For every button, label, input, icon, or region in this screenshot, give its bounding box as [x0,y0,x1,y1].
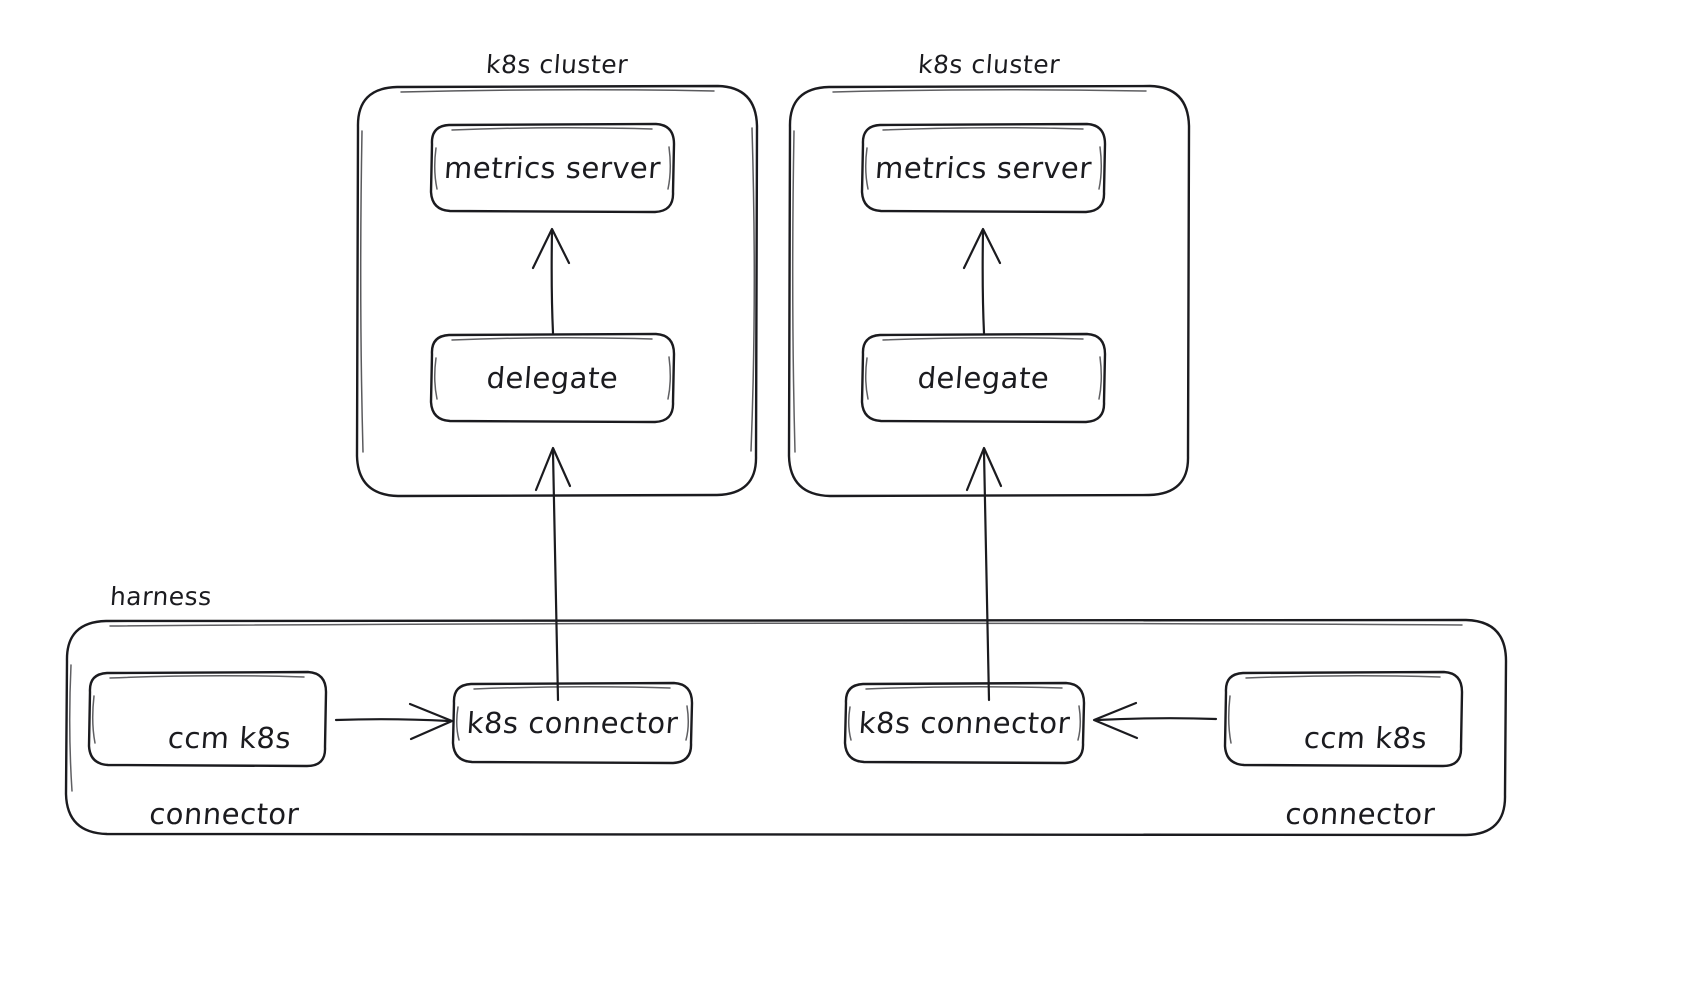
node-k8s-connector-right[interactable] [843,681,1086,765]
node-ccm-connector-right[interactable] [1223,670,1464,768]
node-k8s-connector-left[interactable] [451,681,694,765]
edge-delegate-to-metrics-right [962,227,1002,335]
node-metrics-server-left[interactable] [429,122,676,214]
node-delegate-right[interactable] [860,332,1107,424]
edge-delegate-to-metrics-left [531,227,571,335]
edge-connector-to-delegate-left [534,446,572,702]
node-ccm-connector-left[interactable] [87,670,328,768]
edge-ccm-to-connector-left [334,702,454,741]
node-delegate-left[interactable] [429,332,676,424]
edge-connector-to-delegate-right [965,446,1003,702]
node-metrics-server-right[interactable] [860,122,1107,214]
group-harness [64,618,1508,837]
edge-ccm-to-connector-right [1092,701,1218,740]
